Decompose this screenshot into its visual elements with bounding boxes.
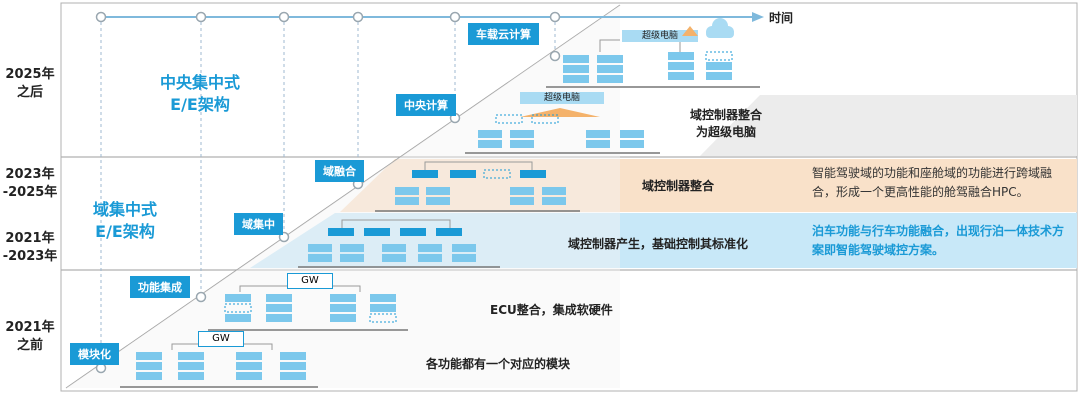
evolution-shade	[66, 5, 620, 388]
step-tag-vehicle-cloud: 车载云计算	[468, 23, 539, 45]
ground-lines	[120, 86, 760, 388]
desc-super: 域控制器整合 为超级电脑	[690, 108, 763, 139]
cloud-blocks	[563, 52, 732, 83]
fusion-tree-lines	[424, 161, 533, 170]
timeline-arrow	[752, 12, 764, 22]
step-tag-domain-central: 域集中	[234, 213, 283, 235]
supercomputer-label-cloud: 超级电脑	[641, 31, 678, 41]
evolution-diagonal	[65, 4, 621, 389]
timeline-label: 时间	[769, 11, 794, 25]
step-tag-function-integration: 功能集成	[130, 276, 190, 298]
super-computer-block-2	[622, 30, 698, 42]
central-blocks	[478, 130, 644, 148]
domain-controllers	[328, 228, 462, 236]
module-blocks	[136, 352, 306, 380]
central-dashed-blocks	[495, 114, 559, 124]
gw-box-module: GW	[198, 331, 244, 347]
cloud-tree-lines	[599, 39, 681, 52]
note-fusion: 智能驾驶域的功能和座舱域的功能进行跨域融合，形成一个更高性能的舱驾融合HPC。	[812, 166, 1053, 199]
cloud-dashed-block	[705, 51, 733, 61]
step-tag-domain-fusion: 域融合	[315, 160, 364, 182]
function-dashed-blocks	[224, 303, 397, 323]
timeline-nodes	[95, 11, 561, 23]
fusion-dashed-block	[483, 169, 511, 179]
era-label-2025-after: 2025年 之后	[5, 67, 55, 100]
domain-tree-lines	[341, 219, 451, 228]
desc-domain-produce: 域控制器产生，基础控制其标准化	[568, 237, 749, 251]
step-nodes	[95, 50, 561, 374]
desc-domain-integrate: 域控制器整合	[642, 179, 715, 193]
supercomputer-label-central: 超级电脑	[543, 93, 580, 103]
era-label-2021-before: 2021年 之前	[5, 320, 55, 353]
super-computer-block	[520, 92, 604, 104]
domain-blocks	[308, 244, 476, 262]
step-tag-module: 模块化	[70, 343, 119, 365]
cloud-icon	[706, 18, 734, 38]
fusion-controllers	[412, 170, 546, 178]
central-architecture-title: 中央集中式 E/E架构	[159, 73, 240, 114]
note-parking: 泊车功能与行车功能融合，出现行泊一体技术方案即智能驾驶域控方案。	[812, 224, 1065, 257]
gw-box-function: GW	[287, 273, 333, 289]
function-blocks	[225, 294, 396, 322]
cloud-arrow	[682, 26, 698, 36]
fusion-blocks	[395, 187, 566, 205]
domain-architecture-title: 域集中式 E/E架构	[92, 200, 157, 241]
desc-module: 各功能都有一个对应的模块	[426, 357, 571, 371]
step-tag-central-compute: 中央计算	[396, 94, 456, 116]
desc-ecu: ECU整合，集成软硬件	[490, 303, 613, 317]
era-label-2023-2025: 2023年 -2025年	[2, 167, 58, 200]
central-band	[700, 95, 1077, 156]
era-label-2021-2023: 2021年 -2023年	[2, 231, 58, 264]
